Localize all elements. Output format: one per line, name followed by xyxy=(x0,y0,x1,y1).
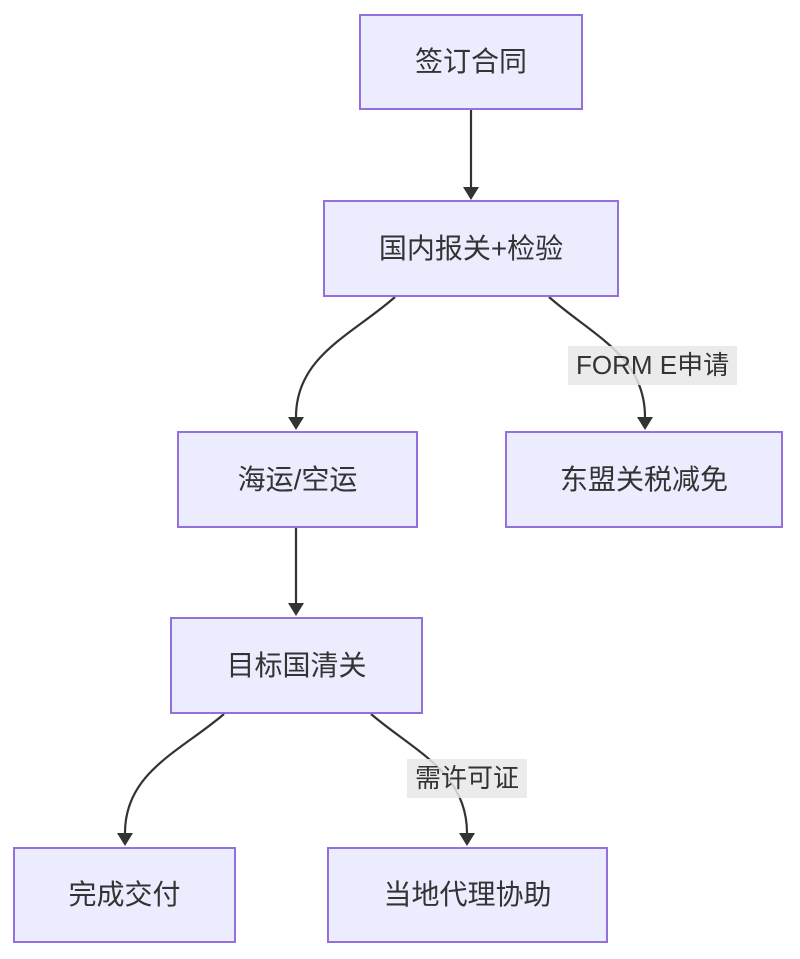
arrowhead-icon xyxy=(637,417,653,430)
node-label: 海运/空运 xyxy=(237,463,358,495)
arrowhead-icon xyxy=(459,833,475,846)
node-label: 国内报关+检验 xyxy=(378,232,564,264)
arrowhead-icon xyxy=(288,603,304,616)
node-domestic-customs: 国内报关+检验 xyxy=(323,200,619,297)
node-label: 目标国清关 xyxy=(226,649,367,681)
node-asean-tariff: 东盟关税减免 xyxy=(505,431,783,528)
edge-clearance-to-delivery xyxy=(123,713,225,834)
edge-label-license: 需许可证 xyxy=(407,759,528,798)
node-label: 当地代理协助 xyxy=(383,879,552,911)
node-local-agent: 当地代理协助 xyxy=(327,847,608,943)
arrowhead-icon xyxy=(288,417,304,430)
node-delivery-complete: 完成交付 xyxy=(13,847,236,943)
node-label: 签订合同 xyxy=(414,46,527,78)
edge-customs-to-freight xyxy=(294,296,396,418)
arrowhead-icon xyxy=(117,833,133,846)
arrowhead-icon xyxy=(463,187,479,200)
node-label: 完成交付 xyxy=(68,879,181,911)
node-label: 东盟关税减免 xyxy=(559,463,728,495)
edge-label-form-e: FORM E申请 xyxy=(568,346,738,385)
node-sign-contract: 签订合同 xyxy=(359,14,583,110)
node-sea-air-freight: 海运/空运 xyxy=(177,431,418,528)
node-destination-clearance: 目标国清关 xyxy=(170,617,423,714)
